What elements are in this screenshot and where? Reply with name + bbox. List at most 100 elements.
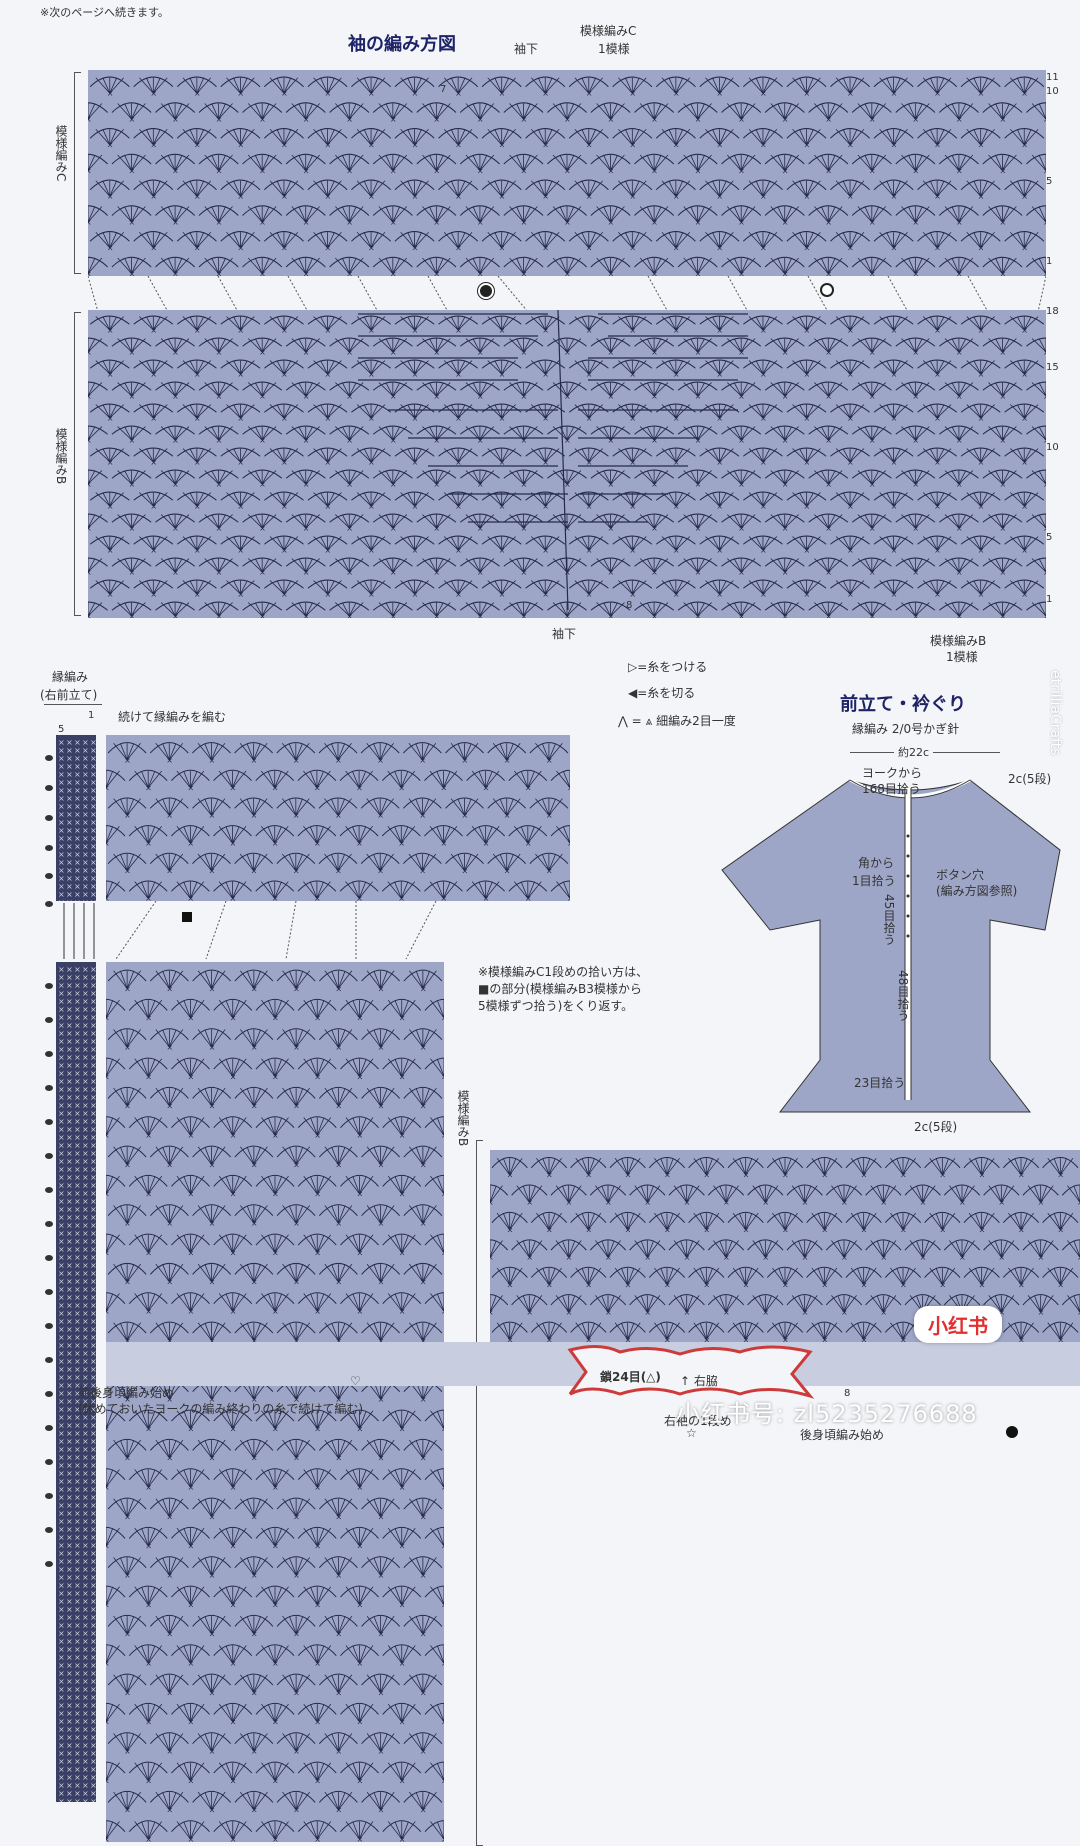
underarm-label-top: 袖下 (514, 40, 538, 57)
row-number: 15 (1046, 362, 1059, 373)
single-crochet-mark: × (695, 115, 702, 124)
single-crochet-mark: × (891, 244, 898, 253)
single-crochet-mark: × (825, 166, 832, 175)
single-crochet-mark: × (107, 192, 114, 201)
single-crochet-mark: × (314, 894, 321, 901)
single-crochet-mark: × (145, 839, 152, 848)
single-crochet-mark: × (978, 192, 985, 201)
single-crochet-mark: × (525, 894, 532, 901)
single-crochet-mark: × (88, 269, 92, 276)
single-crochet-mark: × (150, 89, 157, 98)
pattern-b-repeat-label: 1模様 (946, 648, 978, 665)
single-crochet-mark: × (956, 166, 963, 175)
single-crochet-mark: × (390, 218, 397, 227)
single-crochet-mark: × (433, 115, 440, 124)
single-crochet-mark: × (335, 984, 342, 993)
single-crochet-mark: × (978, 89, 985, 98)
single-crochet-mark: × (912, 218, 919, 227)
single-crochet-mark: × (237, 244, 244, 253)
single-crochet-mark: × (673, 89, 680, 98)
single-crochet-mark: × (546, 867, 553, 876)
single-crochet-mark: × (477, 218, 484, 227)
row-number: 10 (1046, 86, 1059, 97)
single-crochet-mark: × (869, 115, 876, 124)
single-crochet-mark: × (172, 218, 179, 227)
single-crochet-mark: × (891, 192, 898, 201)
yoke-stitches: ××××××××××××××××××××××××××××××××××××××××… (106, 735, 570, 901)
single-crochet-mark: × (390, 166, 397, 175)
single-crochet-mark: × (825, 218, 832, 227)
single-crochet-mark: × (608, 218, 615, 227)
single-crochet-mark: × (542, 141, 549, 150)
single-crochet-mark: × (259, 218, 266, 227)
single-crochet-mark: × (1021, 89, 1028, 98)
single-crochet-mark: × (259, 166, 266, 175)
row-number: 5 (1046, 532, 1052, 543)
single-crochet-mark: × (281, 141, 288, 150)
single-crochet-mark: × (999, 218, 1006, 227)
single-crochet-mark: × (150, 244, 157, 253)
pattern-c-repeat-label: 1模様 (598, 40, 630, 57)
single-crochet-mark: × (525, 784, 532, 793)
single-crochet-mark: × (455, 89, 462, 98)
single-crochet-mark: × (335, 867, 342, 876)
single-crochet-mark: × (303, 115, 310, 124)
single-crochet-mark: × (564, 218, 571, 227)
single-crochet-mark: × (1021, 141, 1028, 150)
single-crochet-mark: × (956, 115, 963, 124)
single-crochet-mark: × (608, 166, 615, 175)
single-crochet-mark: × (356, 894, 363, 901)
single-crochet-mark: × (1021, 192, 1028, 201)
single-crochet-mark: × (106, 839, 110, 848)
single-crochet-mark: × (695, 269, 702, 276)
pattern-b-side-label: 模様編みB (54, 428, 68, 484)
single-crochet-mark: × (891, 89, 898, 98)
single-crochet-mark: × (412, 141, 419, 150)
single-crochet-mark: × (455, 244, 462, 253)
single-crochet-mark: × (325, 141, 332, 150)
single-crochet-mark: × (281, 192, 288, 201)
single-crochet-mark: × (567, 894, 570, 901)
single-crochet-mark: × (398, 839, 405, 848)
single-crochet-mark: × (760, 89, 767, 98)
single-crochet-mark: × (1043, 166, 1046, 175)
sleeve-title: 袖の編み方図 (348, 30, 456, 56)
single-crochet-mark: × (303, 218, 310, 227)
single-crochet-mark: × (504, 811, 511, 820)
single-crochet-mark: × (542, 89, 549, 98)
sleeve-pattern-b-panel: ××××××××××××××××××××××××××××××××××××××××… (88, 310, 1046, 618)
single-crochet-mark: × (738, 115, 745, 124)
single-crochet-mark: × (187, 784, 194, 793)
single-crochet-mark: × (346, 115, 353, 124)
single-crochet-mark: × (237, 192, 244, 201)
single-crochet-mark: × (419, 867, 426, 876)
single-crochet-mark: × (356, 839, 363, 848)
single-crochet-mark: × (504, 867, 511, 876)
single-crochet-mark: × (194, 244, 201, 253)
single-crochet-mark: × (847, 89, 854, 98)
single-crochet-mark: × (1021, 244, 1028, 253)
single-crochet-mark: × (325, 244, 332, 253)
single-crochet-mark: × (390, 115, 397, 124)
single-crochet-mark: × (673, 244, 680, 253)
single-crochet-mark: × (869, 218, 876, 227)
single-crochet-mark: × (293, 984, 300, 993)
decrease-symbol-icon: ⋀ = ⩓ (618, 714, 656, 728)
single-crochet-mark: × (66, 1797, 73, 1802)
single-crochet-mark: × (346, 218, 353, 227)
single-crochet-mark: × (412, 192, 419, 201)
single-crochet-mark: × (804, 89, 811, 98)
single-crochet-mark: × (187, 894, 194, 901)
single-crochet-mark: × (230, 784, 237, 793)
single-crochet-mark: × (934, 141, 941, 150)
single-crochet-mark: × (1043, 269, 1046, 276)
row-number: 1 (1046, 594, 1052, 605)
single-crochet-mark: × (440, 894, 447, 901)
single-crochet-mark: × (695, 166, 702, 175)
single-crochet-mark: × (564, 166, 571, 175)
single-crochet-mark: × (499, 89, 506, 98)
single-crochet-mark: × (564, 115, 571, 124)
border-x-stitches: ××××××××××××××××××××××××××××××××××××××××… (56, 962, 96, 1802)
single-crochet-mark: × (716, 89, 723, 98)
single-crochet-mark: × (325, 192, 332, 201)
